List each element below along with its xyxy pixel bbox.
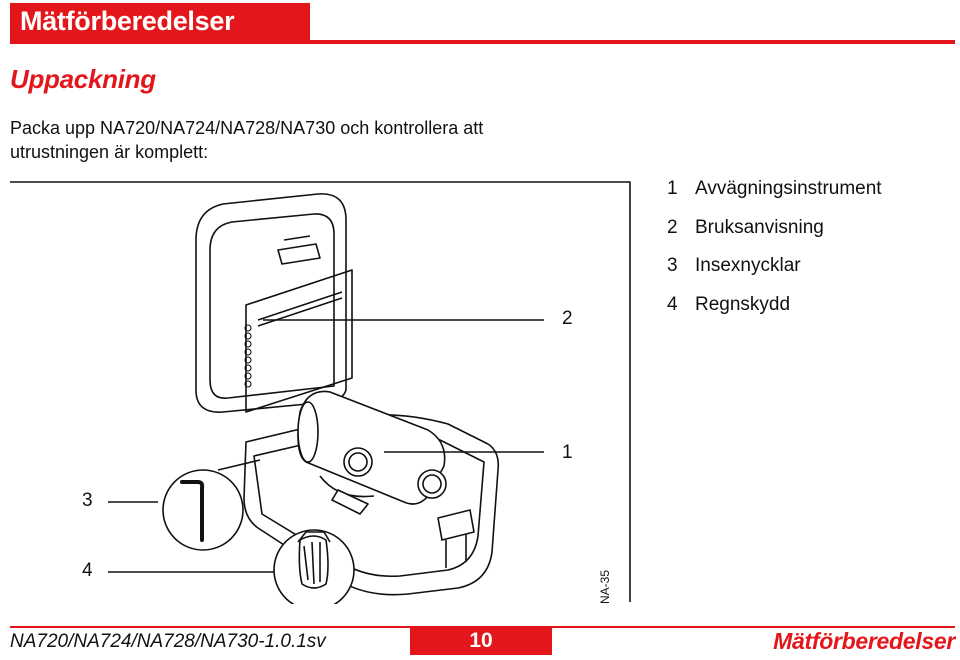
parts-legend: 1 Avvägningsinstrument 2 Bruksanvisning …: [667, 178, 882, 332]
hex-key-icon: [180, 480, 205, 542]
legend-item-number: 4: [667, 293, 678, 315]
legend-item-number: 2: [667, 216, 678, 238]
intro-line-1: Packa upp NA720/NA724/NA728/NA730 och ko…: [10, 118, 484, 138]
figure-frame: [10, 181, 631, 602]
legend-item: 3 Insexnycklar: [667, 255, 882, 294]
legend-item-label: Regnskydd: [695, 293, 791, 315]
header-bar: [10, 3, 310, 44]
rain-cover-icon: [297, 531, 331, 589]
header-rule: [310, 40, 955, 44]
footer-doc-id: NA720/NA724/NA728/NA730-1.0.1sv: [10, 631, 326, 652]
legend-item-label: Insexnycklar: [695, 255, 801, 276]
legend-item: 1 Avvägningsinstrument: [667, 178, 882, 217]
manual-icon: [245, 269, 353, 413]
callout-4: 4: [82, 560, 93, 581]
manual-spiral: [244, 324, 252, 388]
case-base: [243, 414, 500, 596]
callout-2: 2: [562, 308, 573, 329]
level-instrument-icon: [297, 390, 447, 515]
legend-item-label: Avvägningsinstrument: [695, 178, 882, 199]
header-title: Mätförberedelser: [20, 6, 235, 36]
legend-item: 4 Regnskydd: [667, 294, 882, 333]
footer-section-name: Mätförberedelser: [773, 628, 955, 654]
legend-item: 2 Bruksanvisning: [667, 217, 882, 256]
callout-1: 1: [562, 442, 573, 463]
case-handle: [437, 509, 475, 541]
unpacking-illustration: [10, 181, 631, 604]
intro-text: Packa upp NA720/NA724/NA728/NA730 och ko…: [10, 116, 610, 164]
case-lid: [195, 193, 347, 413]
legend-item-label: Bruksanvisning: [695, 216, 824, 238]
intro-line-2: utrustningen är komplett:: [10, 142, 209, 162]
legend-item-number: 1: [667, 178, 678, 199]
section-title: Uppackning: [10, 64, 156, 94]
footer-page-number: 10: [410, 627, 552, 655]
legend-item-number: 3: [667, 255, 678, 276]
figure-code: NA-35: [598, 569, 612, 604]
callout-3: 3: [82, 490, 93, 511]
